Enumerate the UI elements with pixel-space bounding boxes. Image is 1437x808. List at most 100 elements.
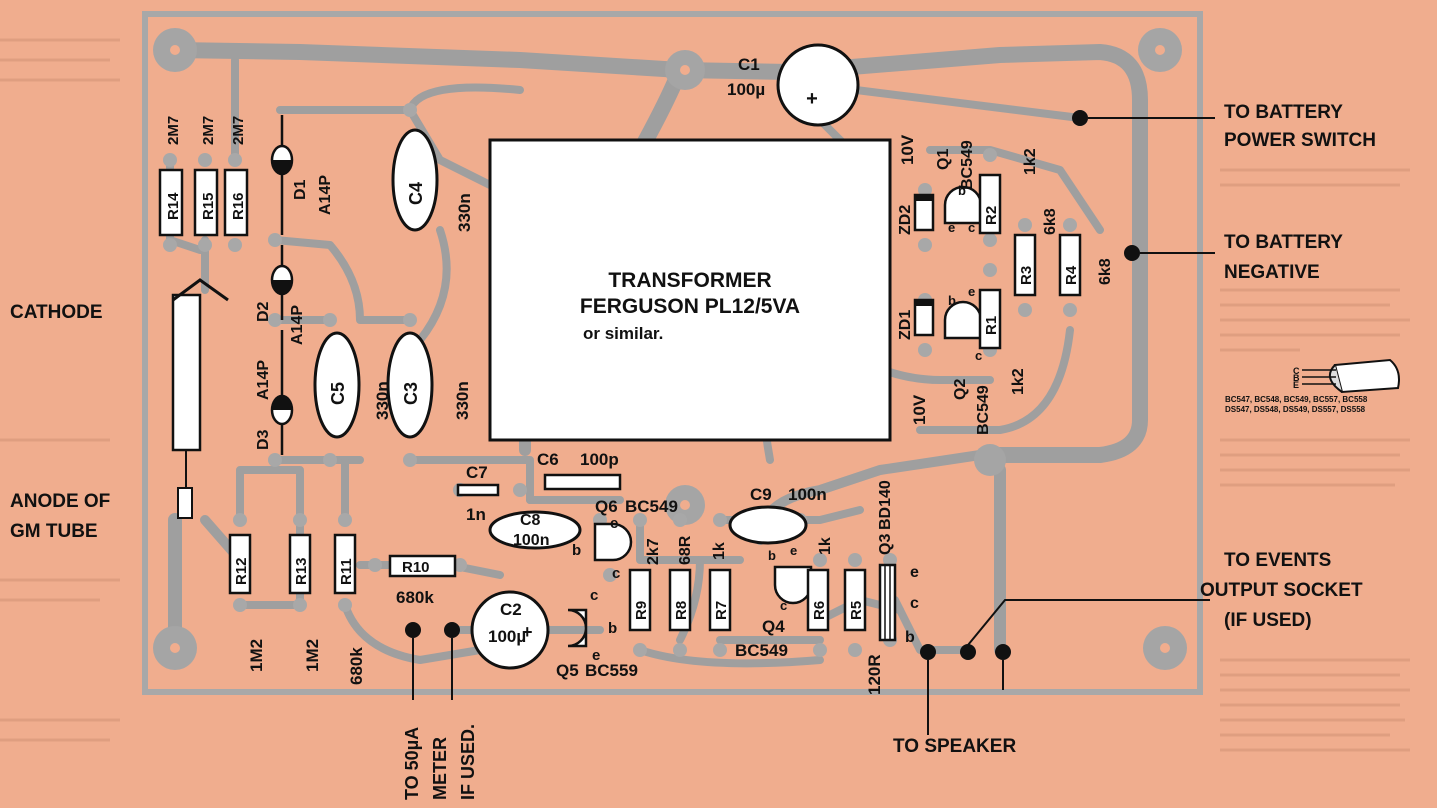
transistor-pinout-inset: C B E BC547, BC548, BC549, BC557, BC558 … [1225, 358, 1400, 414]
transistor-q5: Q5 BC559 c b e [556, 587, 638, 680]
svg-text:R4: R4 [1063, 265, 1080, 285]
svg-text:D2: D2 [255, 301, 272, 322]
svg-text:+: + [806, 88, 818, 110]
svg-text:330n: 330n [455, 193, 474, 232]
resistor-r9: R9 2k7 [628, 538, 662, 632]
svg-text:6k8: 6k8 [1042, 208, 1059, 235]
svg-text:R7: R7 [713, 601, 730, 620]
svg-text:100n: 100n [788, 485, 827, 504]
svg-text:R10: R10 [402, 559, 430, 576]
svg-text:BC549: BC549 [735, 641, 788, 660]
svg-text:C6: C6 [537, 450, 559, 469]
svg-text:b: b [608, 620, 617, 637]
pinout-e: E [1293, 380, 1299, 390]
zener-zd2: ZD2 [897, 193, 935, 235]
capacitor-c9: C9 100n [728, 485, 827, 545]
svg-text:+: + [522, 622, 533, 642]
svg-text:1n: 1n [466, 505, 486, 524]
transformer-tap-bottom: 10V [910, 394, 929, 425]
svg-text:330n: 330n [453, 381, 472, 420]
anode-label-1: ANODE OF [10, 491, 110, 512]
svg-text:Q6: Q6 [595, 497, 618, 516]
capacitor-c5: C5 330n [313, 331, 392, 439]
svg-text:C8: C8 [520, 512, 541, 529]
svg-text:A14P: A14P [289, 305, 306, 345]
svg-text:b: b [948, 293, 956, 308]
svg-text:2M7: 2M7 [200, 116, 217, 145]
svg-text:100µ: 100µ [727, 80, 765, 99]
svg-text:A14P: A14P [317, 175, 334, 215]
transformer-body [488, 138, 892, 442]
resistor-r5: R5 120R [843, 568, 884, 695]
transistor-q6: Q6 BC549 e b c [572, 497, 678, 582]
svg-text:b: b [768, 548, 776, 563]
svg-text:6k8: 6k8 [1097, 258, 1114, 285]
svg-text:Q1: Q1 [935, 149, 952, 170]
events-label-3: (IF USED) [1224, 610, 1312, 631]
svg-text:c: c [968, 220, 975, 235]
svg-text:e: e [790, 543, 797, 558]
resistor-r7: R7 1k [708, 542, 732, 632]
pinout-b: B [1293, 373, 1300, 383]
svg-text:b: b [905, 629, 915, 646]
component-pads [163, 81, 1088, 657]
events-label-2: OUTPUT SOCKET [1200, 580, 1363, 601]
resistor-r15: R15 2M7 [193, 116, 219, 237]
svg-text:e: e [948, 220, 955, 235]
svg-text:ZD1: ZD1 [897, 310, 914, 340]
svg-text:c: c [910, 595, 919, 612]
svg-text:R16: R16 [230, 192, 247, 220]
anode-label-2: GM TUBE [10, 521, 98, 542]
svg-text:e: e [968, 284, 975, 299]
svg-text:C2: C2 [500, 600, 522, 619]
svg-text:2k7: 2k7 [645, 538, 662, 565]
capacitor-c4: C4 330n [391, 128, 474, 232]
svg-text:100µ: 100µ [488, 627, 526, 646]
svg-text:c: c [590, 587, 598, 604]
transistor-q4: Q4 BC549 b e c [735, 543, 813, 660]
svg-text:Q4: Q4 [762, 617, 785, 636]
transistor-q3: Q3 BD140 e c b [877, 480, 919, 646]
resistor-r6: R6 1k [806, 537, 834, 632]
battery-negative-label-2: NEGATIVE [1224, 262, 1320, 283]
transformer-label-2: FERGUSON PL12/5VA [580, 295, 800, 318]
capacitor-c7: C7 1n [456, 463, 500, 524]
svg-text:A14P: A14P [255, 360, 272, 400]
capacitor-c3: C3 330n [386, 331, 472, 439]
capacitor-c8: C8 100n [488, 510, 582, 550]
svg-text:R12: R12 [233, 557, 250, 585]
resistor-r8: R8 68R [668, 535, 694, 632]
speaker-label: TO SPEAKER [893, 736, 1016, 757]
svg-text:b: b [958, 183, 966, 198]
events-label-1: TO EVENTS [1224, 550, 1331, 571]
svg-text:68R: 68R [677, 535, 694, 565]
svg-text:D1: D1 [292, 179, 309, 200]
svg-text:ZD2: ZD2 [897, 205, 914, 235]
svg-text:R11: R11 [338, 558, 355, 585]
svg-text:100n: 100n [513, 532, 549, 549]
svg-text:b: b [572, 542, 581, 559]
svg-text:R8: R8 [673, 601, 690, 620]
meter-label-3: IF USED. [458, 724, 478, 800]
resistor-r1: R1 1k2 [978, 288, 1027, 395]
svg-text:C5: C5 [328, 382, 348, 405]
resistor-r2: R2 1k2 [978, 148, 1039, 235]
svg-text:BC549: BC549 [625, 497, 678, 516]
transistor-q1: Q1 BC549 b e c [935, 140, 983, 235]
zener-zd1: ZD1 [897, 298, 935, 340]
svg-text:R1: R1 [983, 316, 1000, 335]
svg-text:Q2: Q2 [952, 379, 969, 400]
pinout-c: C [1293, 366, 1300, 376]
resistor-r14: R14 2M7 [158, 116, 184, 237]
svg-text:R2: R2 [983, 206, 1000, 225]
svg-text:e: e [910, 564, 919, 581]
resistor-r10: R10 680k [388, 554, 457, 607]
svg-text:BC549: BC549 [959, 140, 976, 190]
transformer-label-1: TRANSFORMER [608, 269, 771, 292]
svg-text:C3: C3 [401, 382, 421, 405]
diode-d1: D1 A14P [270, 115, 334, 235]
svg-text:680k: 680k [396, 588, 434, 607]
svg-text:c: c [975, 348, 982, 363]
svg-text:c: c [780, 598, 787, 613]
